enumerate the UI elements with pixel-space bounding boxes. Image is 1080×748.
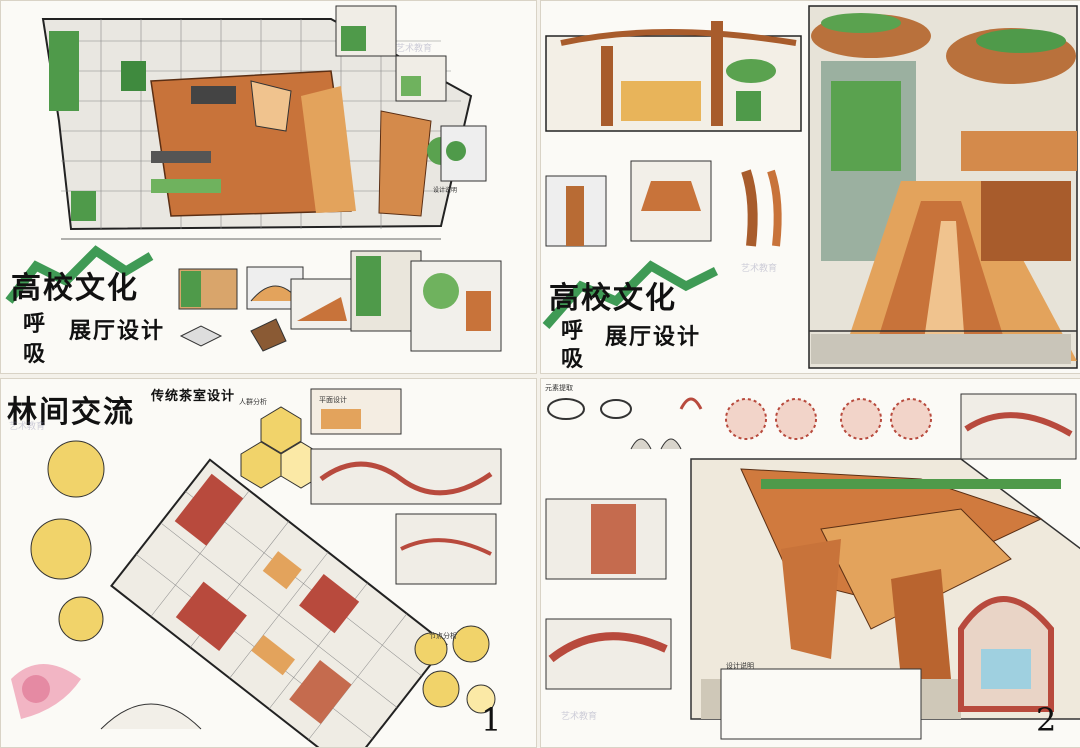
teahouse-perspective-drawing <box>545 393 1080 740</box>
watermark: 艺术教育 <box>741 264 778 274</box>
sheet-exhibition-perspective: 高校文化 呼 展厅设计 吸 艺术教育 <box>540 0 1080 374</box>
sheet2-title-line2b: 展厅设计 <box>605 325 702 350</box>
sheet3-section-a: 人群分析 <box>239 398 267 406</box>
sheet-exhibition-plan: 高校文化 呼 展厅设计 吸 设计说明 艺术教育 <box>0 0 537 374</box>
sheet3-section-b: 平面设计 <box>319 396 347 404</box>
sheet2-title-line1: 高校文化 <box>549 281 677 316</box>
sheet-teahouse-plan: 林间交流 传统茶室设计 人群分析 平面设计 节点分析 1 艺术教育 <box>0 378 537 748</box>
sheet-teahouse-perspective: 元素提取 设计说明 2 艺术教育 <box>540 378 1080 748</box>
watermark: 艺术教育 <box>9 422 46 432</box>
plan-drawing <box>5 5 502 352</box>
sheet1-title-line2b: 展厅设计 <box>69 319 166 344</box>
teahouse-drawing <box>11 388 502 747</box>
watermark: 艺术教育 <box>561 712 598 722</box>
sheet4-section-b: 设计说明 <box>726 662 754 670</box>
sheet4-number: 2 <box>1036 701 1057 739</box>
sheet2-title-line3: 吸 <box>561 347 586 372</box>
watermark: 艺术教育 <box>396 44 433 54</box>
sheet3-section-c: 节点分析 <box>429 632 457 640</box>
sheet1-title-line2a: 呼 <box>23 312 48 337</box>
sheet3-title-main: 林间交流 <box>7 395 135 430</box>
sheet1-title-line1: 高校文化 <box>11 271 139 306</box>
sheet3-title-sub: 传统茶室设计 <box>151 389 236 404</box>
sheet1-title-line3: 吸 <box>23 342 48 367</box>
sheet2-title-line2a: 呼 <box>561 319 586 344</box>
sheet4-section-a: 元素提取 <box>545 384 573 392</box>
perspective-drawing <box>542 5 1078 369</box>
sheet3-number: 1 <box>481 701 502 739</box>
sheet1-notes: 设计说明 <box>433 187 458 194</box>
